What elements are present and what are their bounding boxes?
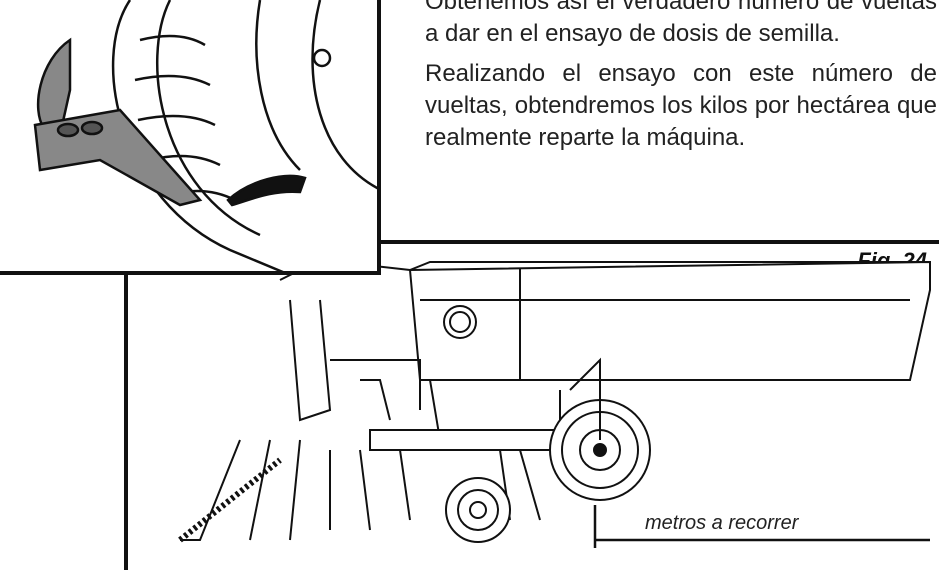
figure-frame: [124, 240, 939, 570]
crank-lever: [33, 108, 203, 207]
chalk-mark: [226, 174, 307, 207]
hopper: [408, 260, 931, 381]
seed-drill-illustration: [178, 258, 931, 548]
meters-label: metros a recorrer: [645, 512, 799, 534]
wheel-turning-inset: [0, 0, 381, 275]
small-wheel: [445, 477, 511, 543]
brand-emblem: [443, 305, 477, 339]
meters-line: [593, 505, 930, 548]
paragraph-test: Realizando el ensayo con este número de …: [425, 60, 937, 151]
paragraph-intro: Obtenemos así el verdadero número de vue…: [425, 0, 937, 47]
